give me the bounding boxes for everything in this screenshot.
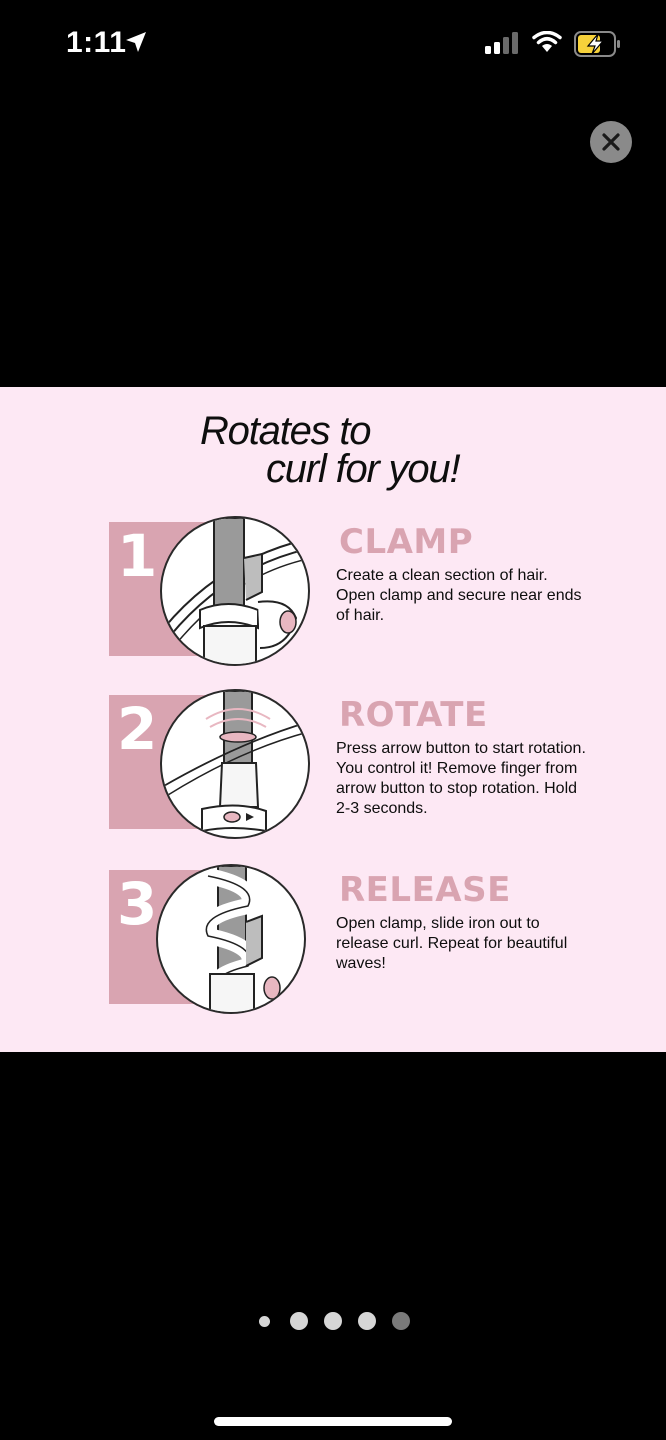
page-dot[interactable] bbox=[324, 1312, 342, 1330]
wifi-icon bbox=[532, 31, 562, 52]
battery-charging-icon bbox=[574, 31, 620, 57]
close-icon bbox=[602, 133, 620, 151]
step-title: ROTATE bbox=[339, 695, 488, 735]
clamp-illustration-icon bbox=[160, 516, 310, 666]
status-time: 1:11 bbox=[66, 26, 127, 59]
step-rotate: 2 ROTATE Press arrow button to start rot… bbox=[0, 689, 666, 839]
release-illustration-icon bbox=[156, 864, 306, 1014]
home-indicator[interactable] bbox=[214, 1417, 452, 1426]
step-clamp: 1 CLAMP Create a clean section of hair. … bbox=[0, 516, 666, 666]
page-dot[interactable] bbox=[290, 1312, 308, 1330]
page-dot[interactable] bbox=[259, 1316, 270, 1327]
page-dot[interactable] bbox=[358, 1312, 376, 1330]
step-title: RELEASE bbox=[339, 870, 511, 910]
step-number: 3 bbox=[117, 870, 158, 938]
headline: Rotates to curl for you! bbox=[0, 409, 666, 491]
page-dot[interactable] bbox=[392, 1312, 410, 1330]
cellular-signal-icon bbox=[485, 32, 518, 54]
step-number: 1 bbox=[117, 522, 158, 590]
step-description: Open clamp, slide iron out to release cu… bbox=[336, 915, 568, 972]
headline-line-2: curl for you! bbox=[266, 447, 461, 491]
step-title: CLAMP bbox=[339, 522, 474, 562]
step-description: Press arrow button to start rotation. Yo… bbox=[336, 740, 586, 817]
step-release: 3 RELEASE Open clamp, slide iron out to … bbox=[0, 864, 666, 1014]
step-description: Create a clean section of hair. Open cla… bbox=[336, 567, 582, 624]
close-button[interactable] bbox=[590, 121, 632, 163]
location-arrow-icon bbox=[126, 32, 146, 52]
headline-line-1: Rotates to bbox=[200, 409, 372, 453]
instruction-card: Rotates to curl for you! 1 CLAMP Create … bbox=[0, 387, 666, 1052]
page-indicator bbox=[255, 1309, 415, 1333]
step-number: 2 bbox=[117, 695, 158, 763]
status-bar: 1:11 bbox=[0, 0, 666, 90]
rotate-illustration-icon bbox=[160, 689, 310, 839]
